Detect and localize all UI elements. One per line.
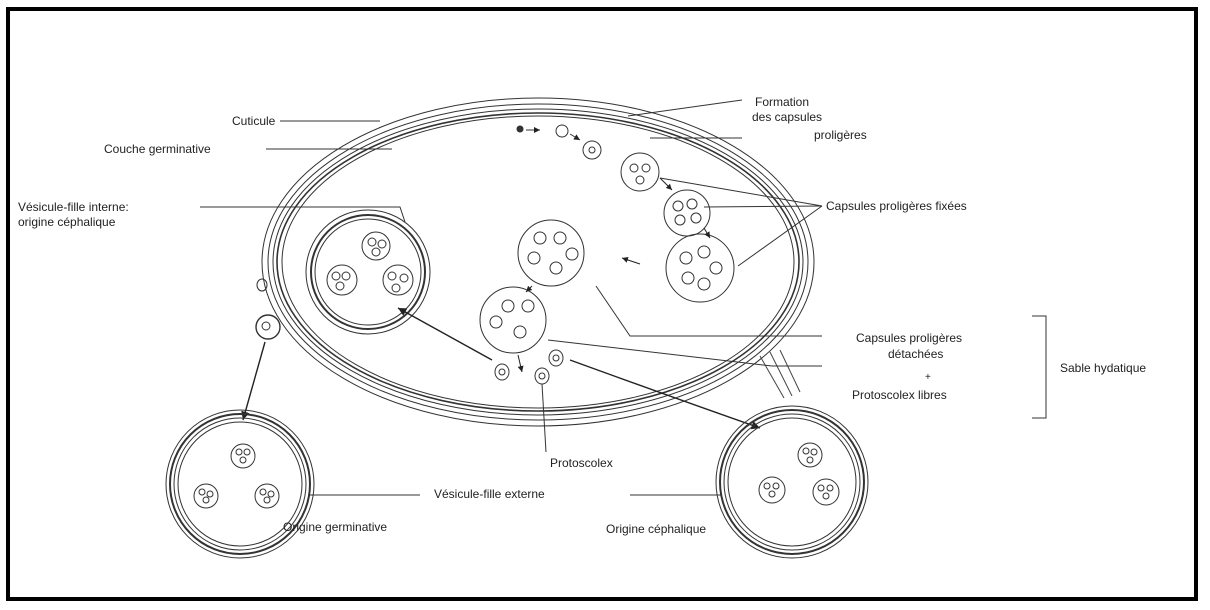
external-vesicle-germinative [166, 410, 314, 558]
label-cuticule: Cuticule [232, 114, 275, 128]
label-formation-3: proligères [814, 128, 867, 142]
external-vesicle-cephalic [716, 406, 868, 558]
label-sable-hydatique: Sable hydatique [1060, 361, 1146, 375]
label-vesicule-interne-1: Vésicule-fille interne: [18, 200, 129, 214]
label-plus: + [925, 371, 931, 385]
label-protoscolex: Protoscolex [550, 456, 613, 470]
label-vesicule-externe: Vésicule-fille externe [434, 487, 545, 501]
label-capsules-fixees: Capsules proligères fixées [826, 199, 967, 213]
label-origine-cephalique: Origine céphalique [606, 522, 706, 536]
label-couche-germinative: Couche germinative [104, 142, 211, 156]
label-formation-2: des capsules [752, 110, 822, 124]
free-protoscolices [495, 350, 563, 384]
label-protoscolex-libres: Protoscolex libres [852, 388, 947, 402]
label-origine-germinative: Origine germinative [283, 520, 387, 534]
cyst-rupture [760, 350, 800, 398]
label-capsules-detachees-2: détachées [888, 347, 943, 361]
label-capsules-detachees-1: Capsules proligères [856, 331, 962, 345]
label-vesicule-interne-2: origine céphalique [18, 215, 115, 229]
label-formation-1: Formation [742, 95, 822, 109]
leader-lines [200, 100, 1046, 495]
budding-elements [517, 125, 580, 140]
brood-capsules-fixed [583, 141, 734, 302]
